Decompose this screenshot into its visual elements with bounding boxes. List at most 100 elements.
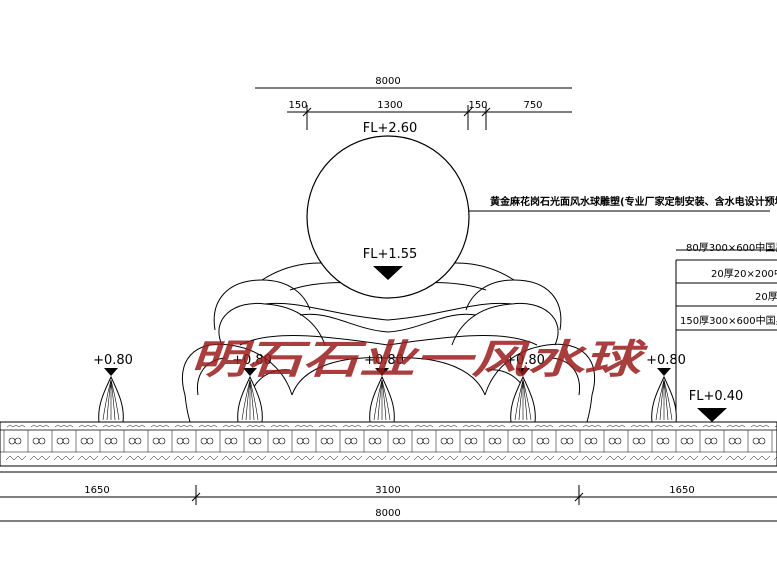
stone-hatching — [750, 424, 770, 428]
stone-hatching — [654, 424, 674, 428]
water-jet-stream — [110, 379, 120, 421]
top-overall-dimension: 8000 — [375, 76, 400, 87]
water-jet-stream — [381, 379, 387, 421]
stone-hatching — [414, 424, 434, 428]
jet-level-label: +0.80 — [364, 353, 404, 368]
stone-hatching — [125, 455, 147, 461]
stone-hatching — [270, 424, 290, 428]
jet-level-marker — [657, 368, 671, 376]
water-jet-stream — [241, 379, 251, 421]
stone-pebble — [446, 437, 454, 445]
jet-level-label: +0.80 — [505, 353, 545, 368]
stone-hatching — [150, 424, 170, 428]
top-dimension-segment-3: 150 — [468, 100, 487, 111]
stone-hatching — [173, 455, 195, 461]
bottom-dimension-group — [0, 485, 777, 522]
stone-hatching — [53, 455, 75, 461]
stone-hatching — [221, 455, 243, 461]
water-jet-stream — [381, 379, 391, 421]
stone-hatching — [269, 455, 291, 461]
stone-hatching — [677, 455, 699, 461]
spec-line-3: 20厚 — [755, 291, 777, 303]
jet-level-marker — [243, 368, 257, 376]
stone-pebble — [278, 437, 286, 445]
material-spec-block — [675, 249, 777, 466]
stone-hatching — [341, 455, 363, 461]
stone-pebble — [38, 437, 46, 445]
stone-hatching — [101, 455, 123, 461]
stone-hatching — [437, 455, 459, 461]
bottom-dimension-segment-3: 1650 — [669, 485, 694, 496]
stone-hatching — [197, 455, 219, 461]
stone-hatching — [413, 455, 435, 461]
stone-pebble — [398, 437, 406, 445]
stone-hatching — [390, 424, 410, 428]
stone-pebble — [134, 437, 142, 445]
stone-hatching — [317, 455, 339, 461]
top-dimension-group — [255, 87, 572, 130]
water-jet-stream — [655, 379, 665, 421]
stone-pebble — [710, 437, 718, 445]
stone-pebble — [86, 437, 94, 445]
spec-line-1: 80厚300×600中国黑花 — [686, 241, 777, 254]
spec-line-2: 20厚20×200中 — [711, 267, 777, 280]
stone-pebble — [422, 437, 430, 445]
water-jet-stream — [514, 379, 524, 421]
stone-hatching — [605, 455, 627, 461]
stone-pebble — [470, 437, 478, 445]
stone-pebble — [734, 437, 742, 445]
feng-shui-sphere — [306, 135, 470, 299]
stone-pebble — [182, 437, 190, 445]
stone-pebble — [638, 437, 646, 445]
stone-pebble — [662, 437, 670, 445]
stone-hatching — [557, 455, 579, 461]
bottom-dimension-segment-1: 1650 — [84, 485, 109, 496]
stone-hatching — [629, 455, 651, 461]
stone-hatching — [701, 455, 723, 461]
stone-pebble — [158, 437, 166, 445]
stone-hatching — [78, 424, 98, 428]
stone-hatching — [366, 424, 386, 428]
stone-pebble — [518, 437, 526, 445]
sphere-base-level-label: FL+1.55 — [363, 247, 418, 262]
water-jet-stream — [245, 379, 251, 421]
stone-hatching — [198, 424, 218, 428]
jet-level-marker — [104, 368, 118, 376]
water-jet-stream — [663, 379, 669, 421]
stone-hatching — [533, 455, 555, 461]
water-jet-stream — [663, 379, 673, 421]
top-dimension-segment-4: 750 — [523, 100, 542, 111]
stone-hatching — [606, 424, 626, 428]
sphere-base-level-marker — [373, 266, 403, 280]
water-jet-stream — [110, 379, 116, 421]
stone-hatching — [342, 424, 362, 428]
stone-hatching — [365, 455, 387, 461]
stone-hatching — [749, 455, 771, 461]
stone-hatching — [102, 424, 122, 428]
stone-hatching — [6, 424, 26, 428]
water-jet-stream — [102, 379, 112, 421]
sphere-top-level-label: FL+2.60 — [363, 121, 418, 136]
water-jet-stream — [659, 379, 665, 421]
stone-hatching — [438, 424, 458, 428]
pool-edge-band — [0, 421, 777, 473]
stone-pebble — [110, 437, 118, 445]
stone-hatching — [510, 424, 530, 428]
top-dimension-segment-2: 1300 — [377, 100, 402, 111]
jet-level-label: +0.80 — [646, 353, 686, 368]
spec-line-4: 150厚300×600中国黑花 — [680, 314, 777, 327]
stone-hatching — [54, 424, 74, 428]
watermark-text: 明石石业一风水球 — [190, 336, 648, 383]
stone-hatching — [678, 424, 698, 428]
stone-hatching — [485, 455, 507, 461]
stone-pebble — [614, 437, 622, 445]
water-jet-stream — [522, 379, 528, 421]
bottom-overall-dimension: 8000 — [375, 508, 400, 519]
water-jet-stream — [522, 379, 532, 421]
stone-hatching — [461, 455, 483, 461]
stone-pebble — [302, 437, 310, 445]
stone-pebble — [254, 437, 262, 445]
water-jet-stream — [518, 379, 524, 421]
stone-hatching — [5, 455, 27, 461]
